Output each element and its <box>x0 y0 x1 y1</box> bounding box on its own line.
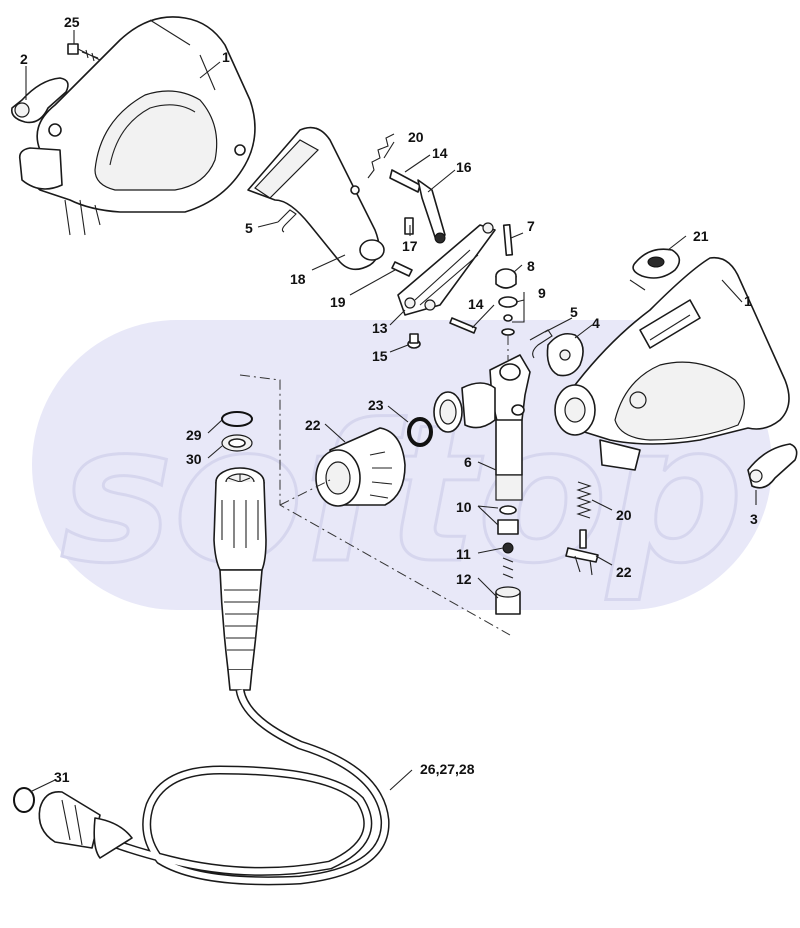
callout-4: 4 <box>592 315 600 331</box>
clip-5-lower <box>529 329 553 359</box>
callout-6: 6 <box>464 454 472 470</box>
callout-14-lower: 14 <box>468 296 484 312</box>
callout-1-right: 1 <box>744 293 752 309</box>
rod-16 <box>389 169 446 244</box>
callout-19: 19 <box>330 294 346 310</box>
spring-20-upper <box>367 133 395 179</box>
callout-18: 18 <box>290 271 306 287</box>
callout-labels: 25 2 1 5 20 14 16 17 18 19 13 15 14 7 8 … <box>20 14 758 785</box>
callout-20-upper: 20 <box>408 129 424 145</box>
rod-14 <box>449 317 477 334</box>
hose-coupling <box>213 467 267 691</box>
lever-bar-13 <box>397 222 496 316</box>
hose-line <box>82 688 390 886</box>
seal-10 <box>497 505 519 535</box>
callout-21: 21 <box>693 228 709 244</box>
nut-12 <box>495 586 521 615</box>
trigger-18 <box>247 126 385 271</box>
callout-5-lower: 5 <box>570 304 578 320</box>
plate-4 <box>546 332 584 377</box>
callout-12: 12 <box>456 571 472 587</box>
lever-3 <box>747 443 798 489</box>
callout-3: 3 <box>750 511 758 527</box>
callout-11: 11 <box>456 546 471 562</box>
callout-26-27-28: 26,27,28 <box>420 761 475 777</box>
handle-shell-right <box>554 256 790 471</box>
callout-17: 17 <box>402 238 418 254</box>
clip-5-upper <box>277 209 297 233</box>
callout-29: 29 <box>186 427 202 443</box>
callout-31: 31 <box>54 769 70 785</box>
hose-end-fitting <box>13 787 133 859</box>
callout-7: 7 <box>527 218 535 234</box>
o-ring-24 <box>407 417 433 447</box>
washer-30 <box>221 434 253 452</box>
callout-13: 13 <box>372 320 388 336</box>
callout-30: 30 <box>186 451 202 467</box>
o-rings-9 <box>498 296 518 336</box>
callout-20-lower: 20 <box>616 507 632 523</box>
callout-5-upper: 5 <box>245 220 253 236</box>
nut-8 <box>495 268 517 289</box>
leader-lines <box>25 30 757 793</box>
pin-19 <box>391 261 413 277</box>
callout-15: 15 <box>372 348 388 364</box>
pin-7 <box>502 223 514 257</box>
assembly-axis-lines <box>239 335 511 636</box>
callout-14-upper: 14 <box>432 145 448 161</box>
spring-20-lower <box>576 481 592 519</box>
callout-8: 8 <box>527 258 535 274</box>
callout-24: 23 <box>368 397 384 413</box>
sleeve-23 <box>315 427 406 507</box>
valve-body-6 <box>433 354 531 501</box>
callout-2: 2 <box>20 51 28 67</box>
callout-16: 16 <box>456 159 472 175</box>
o-ring-29 <box>221 411 253 427</box>
pin-17 <box>404 217 414 235</box>
ball-11 <box>502 542 514 579</box>
callout-22: 22 <box>616 564 632 580</box>
handle-shell-left <box>18 16 256 236</box>
latch-21 <box>629 248 681 291</box>
lever-2 <box>10 77 69 124</box>
callout-1-upper: 1 <box>222 49 230 65</box>
screw-15 <box>407 333 421 349</box>
callout-23: 22 <box>305 417 321 433</box>
callout-25: 25 <box>64 14 80 30</box>
callout-9: 9 <box>538 285 546 301</box>
callout-10: 10 <box>456 499 472 515</box>
screw-25 <box>67 43 101 62</box>
bracket-22 <box>565 529 599 576</box>
